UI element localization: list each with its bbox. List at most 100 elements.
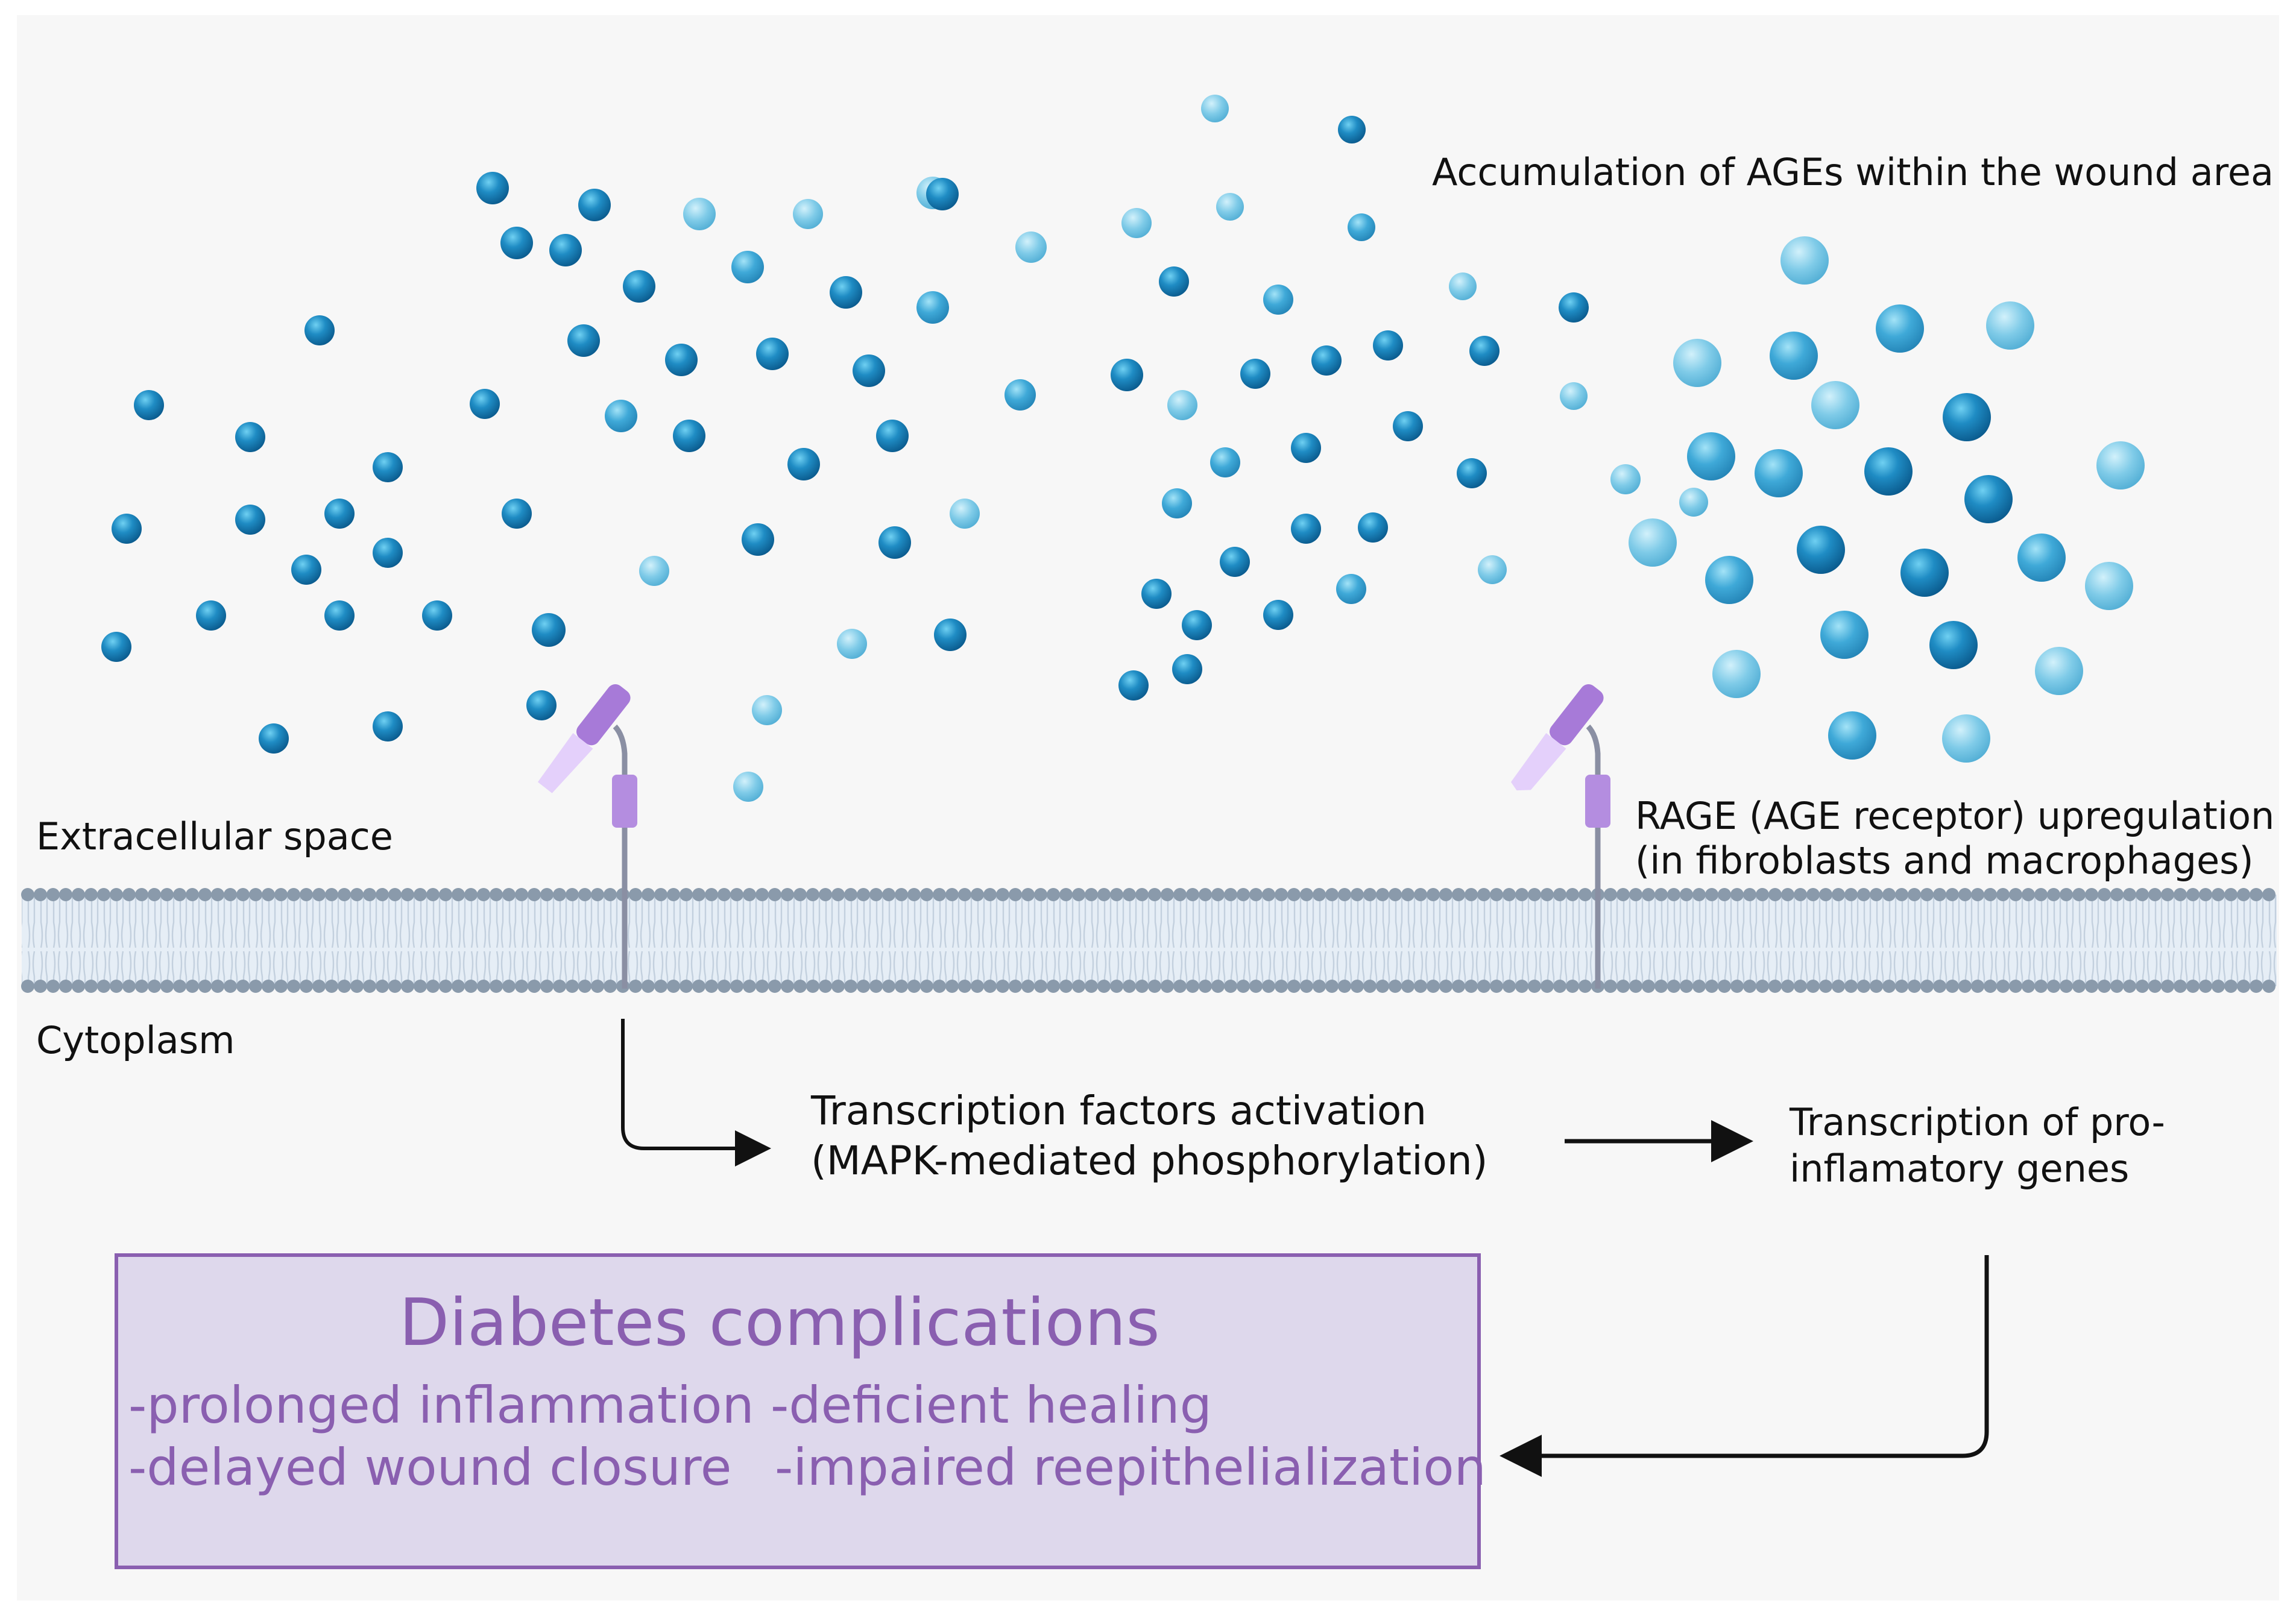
age-particle	[1797, 526, 1845, 574]
rage-label-line1: RAGE (AGE receptor) upregulation	[1635, 794, 2275, 838]
age-particle	[1358, 512, 1388, 543]
age-particle	[742, 523, 774, 556]
age-particle	[1393, 411, 1423, 441]
age-particle	[2096, 441, 2145, 490]
age-particle	[567, 324, 600, 357]
age-particle	[830, 276, 862, 309]
age-particle	[1118, 670, 1149, 700]
age-particle	[1004, 379, 1036, 411]
age-particle	[673, 420, 705, 452]
age-particle	[422, 600, 452, 631]
age-particle	[1141, 579, 1172, 609]
age-particle	[1705, 556, 1753, 604]
age-particle	[1943, 393, 1991, 441]
age-particle	[2035, 647, 2083, 695]
age-particle	[1348, 213, 1375, 241]
age-particle	[1263, 285, 1293, 315]
age-particle	[470, 389, 500, 419]
age-particle	[1111, 359, 1143, 391]
age-particle	[101, 632, 131, 662]
age-particle	[291, 555, 321, 585]
age-particle	[1121, 208, 1152, 238]
age-particle	[578, 189, 611, 221]
age-particle	[1172, 654, 1202, 684]
age-particle	[1240, 359, 1270, 389]
age-particle	[837, 629, 867, 659]
age-particle	[878, 526, 911, 559]
age-particle	[1864, 447, 1913, 496]
arrow-genes-to-complications	[1500, 1255, 1989, 1477]
cell-membrane	[21, 888, 2277, 993]
rage-receptor-right	[1510, 684, 1610, 989]
age-particle	[549, 234, 582, 266]
age-particle	[623, 270, 655, 303]
age-particle	[639, 556, 669, 586]
age-particle	[1478, 555, 1507, 584]
age-particle	[1780, 236, 1829, 285]
age-particle	[934, 619, 967, 651]
age-particle	[500, 227, 533, 259]
age-particle	[324, 600, 355, 631]
age-particle	[793, 199, 823, 229]
age-particle	[196, 600, 226, 631]
rage-label-line2: (in fibroblasts and macrophages)	[1635, 839, 2254, 883]
age-particle	[1811, 381, 1859, 429]
age-particle	[683, 198, 716, 230]
age-particle	[1201, 95, 1229, 122]
age-particle	[1986, 301, 2034, 350]
arrow-receptor-to-tf	[621, 1019, 771, 1166]
complication-item: -impaired reepithelialization	[775, 1438, 1486, 1497]
age-particle	[605, 400, 637, 432]
extracellular-space-label: Extracellular space	[36, 814, 393, 858]
age-particle	[1263, 600, 1293, 630]
age-particle	[259, 723, 289, 754]
age-particle	[1162, 488, 1192, 518]
age-particle	[950, 499, 980, 529]
age-particle	[1942, 714, 1990, 763]
age-particle	[1015, 231, 1047, 263]
arrows	[621, 1019, 1989, 1477]
age-particle	[134, 390, 164, 420]
complication-item: -delayed wound closure	[128, 1438, 732, 1497]
age-particle	[1900, 549, 1949, 597]
tf-activation-line1: Transcription factors activation	[811, 1088, 1427, 1134]
age-particle	[1216, 193, 1244, 221]
age-particle	[1755, 449, 1803, 497]
age-particle	[2085, 562, 2133, 610]
age-particle	[324, 499, 355, 529]
age-particle	[476, 172, 509, 204]
age-particle	[731, 251, 764, 283]
complication-item: -prolonged inflammation	[128, 1376, 754, 1435]
age-particle	[876, 420, 909, 452]
complication-item: -deficient healing	[771, 1376, 1212, 1435]
age-particle	[1712, 650, 1761, 698]
age-particle	[235, 505, 265, 535]
age-particle	[1770, 332, 1818, 380]
age-particle	[853, 354, 885, 387]
age-particle	[1373, 330, 1403, 360]
age-particle	[1210, 447, 1240, 477]
age-particle	[526, 690, 557, 720]
age-particle	[1679, 488, 1708, 517]
age-particle	[1673, 339, 1721, 387]
age-particle	[112, 514, 142, 544]
age-particle	[1336, 574, 1366, 604]
age-particle	[1167, 390, 1197, 420]
complications-box	[115, 1253, 1481, 1569]
age-particle	[1929, 621, 1978, 669]
complications-title: Diabetes complications	[399, 1285, 1160, 1361]
age-particle	[1629, 518, 1677, 567]
age-particle	[733, 772, 763, 802]
genes-label-line2: inflamatory genes	[1790, 1147, 2130, 1191]
age-particle	[1820, 611, 1869, 659]
age-particle	[1560, 382, 1588, 410]
age-particle	[1687, 432, 1735, 480]
age-particle	[1311, 345, 1342, 376]
age-particle	[1828, 711, 1876, 760]
age-particle	[1610, 464, 1641, 494]
tf-activation-line2: (MAPK-mediated phosphorylation)	[811, 1138, 1488, 1184]
age-particle	[235, 422, 265, 452]
age-particle	[1220, 547, 1250, 577]
